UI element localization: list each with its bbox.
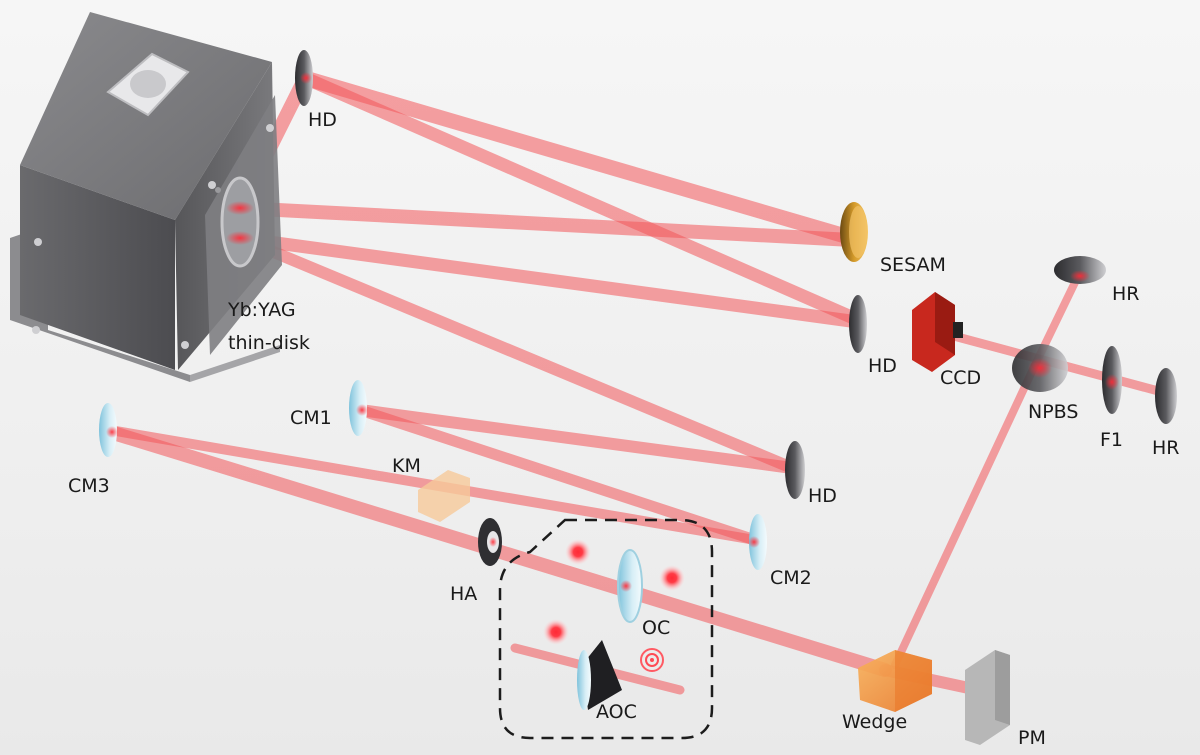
label-hd-low: HD xyxy=(808,485,837,507)
label-wedge: Wedge xyxy=(842,711,907,733)
label-hr-top: HR xyxy=(1112,283,1140,305)
comparison-box xyxy=(498,518,714,740)
label-thin-disk: thin-disk xyxy=(228,332,310,354)
label-hr-right: HR xyxy=(1152,437,1180,459)
cm3-mirror xyxy=(99,403,118,457)
housing-front-face xyxy=(20,165,175,370)
thin-disk-housing xyxy=(10,12,282,382)
thin-disk-crystal xyxy=(220,176,260,268)
label-ha: HA xyxy=(450,583,477,605)
beam-wedge-to-npbs xyxy=(891,361,1039,669)
wedge-optic xyxy=(858,650,932,712)
label-km: KM xyxy=(392,455,421,477)
aoc-axicon xyxy=(577,640,622,710)
labels: HD SESAM HR Yb:YAG thin-disk HD CCD NPBS… xyxy=(68,109,1180,749)
label-cm3: CM3 xyxy=(68,475,110,497)
top-window xyxy=(130,70,166,98)
beam-spot-indicator xyxy=(565,539,591,565)
housing-top-face xyxy=(20,12,272,220)
power-meter xyxy=(965,650,1010,745)
cm2-mirror xyxy=(748,514,767,570)
label-cm1: CM1 xyxy=(290,407,332,429)
beam-disk-to-hd-mid xyxy=(233,231,865,329)
beam-hd-top-to-hd-mid xyxy=(298,71,865,327)
beam-spot-indicator xyxy=(543,619,569,645)
label-yb-yag: Yb:YAG xyxy=(227,299,296,321)
label-hd-mid: HD xyxy=(868,355,897,377)
beam-disk-to-hd-low xyxy=(234,232,798,474)
hr-right-mirror xyxy=(1155,368,1177,424)
label-cm2: CM2 xyxy=(770,567,812,589)
hd-mid-mirror xyxy=(849,295,867,353)
beam-disk-to-sesam xyxy=(233,201,859,247)
label-ccd: CCD xyxy=(940,367,981,389)
beam-cm1-to-cm2 xyxy=(354,404,761,546)
label-aoc: AOC xyxy=(596,701,637,723)
km-crystal xyxy=(418,470,470,522)
hr-top-mirror xyxy=(1054,256,1106,284)
label-sesam: SESAM xyxy=(880,254,946,276)
donut-beam-indicator xyxy=(640,648,664,672)
label-hd-top: HD xyxy=(308,109,337,131)
npbs-splitter xyxy=(1012,344,1068,392)
label-pm: PM xyxy=(1018,727,1046,749)
ccd-camera xyxy=(912,292,963,372)
beam-spot-indicator xyxy=(659,565,685,591)
label-oc: OC xyxy=(642,617,670,639)
beam-cm1-to-hd-low xyxy=(354,404,798,474)
label-f1: F1 xyxy=(1100,429,1123,451)
label-npbs: NPBS xyxy=(1028,401,1078,423)
beam-hd-top-to-sesam xyxy=(297,70,860,246)
hd-top-mirror xyxy=(295,50,313,106)
oc-mirror xyxy=(617,549,643,623)
f1-filter xyxy=(1102,346,1122,414)
cm1-mirror xyxy=(349,380,368,436)
sesam-mirror xyxy=(840,202,868,262)
hd-low-mirror xyxy=(785,441,805,499)
ha-aperture xyxy=(478,518,502,566)
